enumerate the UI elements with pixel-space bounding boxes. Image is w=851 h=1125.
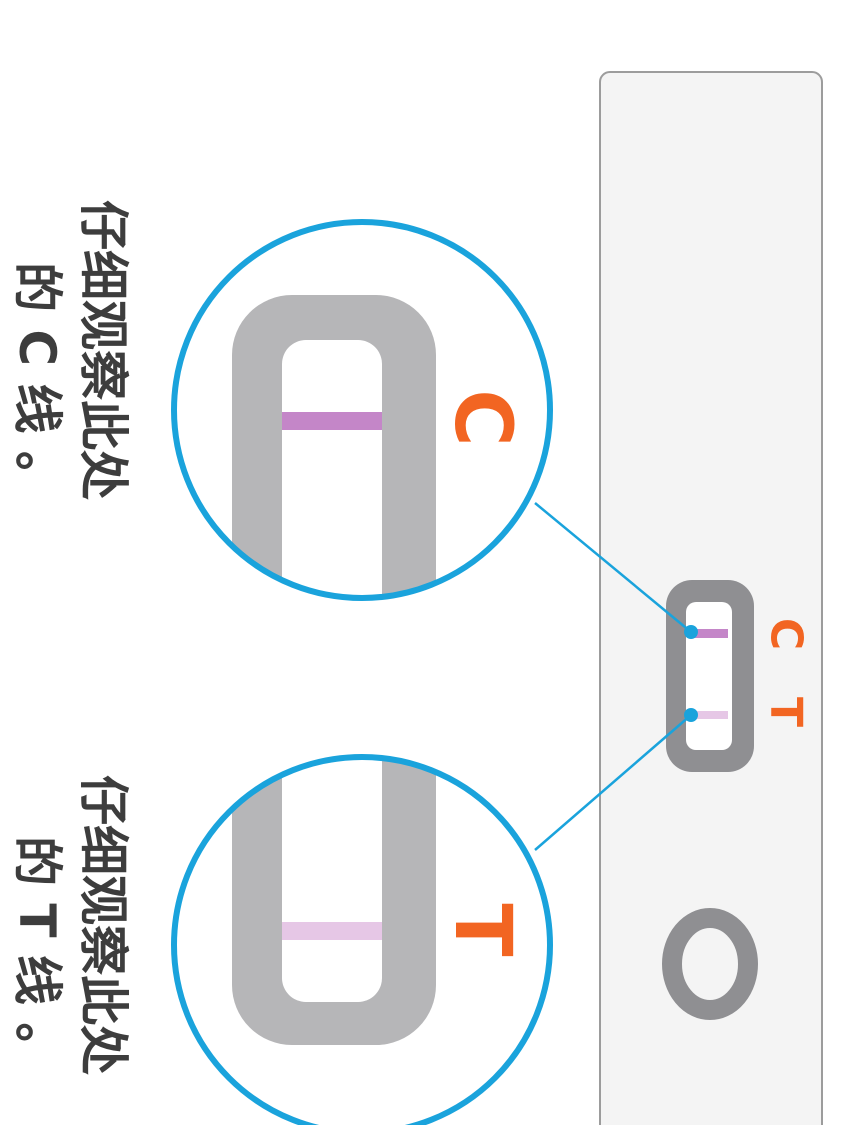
c-zoom-letter: C [437, 389, 527, 446]
t-zoom-window [282, 757, 382, 1002]
t-annotation-line2: 的 T 线 。 [8, 836, 66, 1072]
strip-t-line [690, 711, 728, 719]
t-zoom: T [171, 754, 553, 1125]
c-zoom-window [282, 340, 382, 598]
strip-c-letter: C [761, 618, 812, 650]
c-annotation-line1: 仔细观察此处 [74, 200, 132, 500]
connector-t-dot [684, 708, 698, 722]
connector-c [534, 502, 692, 633]
t-annotation-line1: 仔细观察此处 [74, 775, 132, 1075]
t-zoom-outline [171, 754, 553, 1125]
connector-t [534, 714, 692, 851]
t-zoom-letter: T [437, 903, 527, 956]
result-window [686, 602, 732, 750]
c-zoom-line [282, 412, 382, 430]
t-zoom-line [282, 922, 382, 940]
c-zoom-outline [171, 219, 553, 601]
c-annotation-line2: 的 C 线 。 [8, 262, 66, 501]
strip-c-line [690, 629, 728, 638]
c-zoom: C [171, 219, 553, 601]
strip-t-letter: T [761, 697, 812, 727]
connector-c-dot [684, 625, 698, 639]
sample-well [662, 908, 758, 1020]
